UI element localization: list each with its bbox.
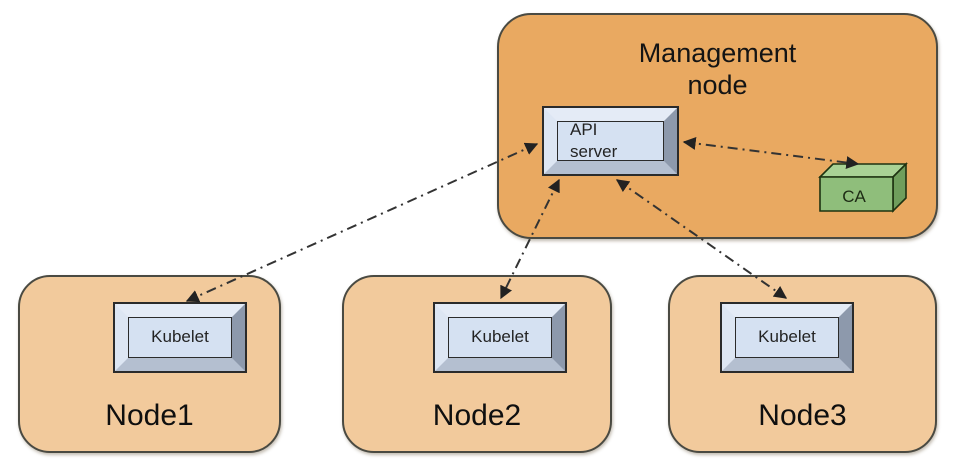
node1-label: Node1: [105, 399, 194, 432]
kubelet-bevel: [115, 304, 245, 371]
kubelet-box-node3: Kubelet: [720, 302, 854, 373]
kubelet-box-node2: Kubelet: [433, 302, 567, 373]
api-server-label: API server: [570, 119, 618, 161]
management-node-label: Management node: [638, 38, 797, 101]
api-server-face: API server: [557, 119, 664, 161]
node2-label: Node2: [432, 399, 522, 432]
kubelet-label-node2: Kubelet: [471, 327, 529, 347]
kubelet-face: Kubelet: [128, 317, 232, 358]
node3-label: Node3: [758, 399, 847, 432]
kubelet-label-node1: Kubelet: [151, 327, 209, 347]
kubelet-bevel: [722, 304, 852, 371]
kubelet-face: Kubelet: [448, 317, 552, 358]
kubelet-box-node1: Kubelet: [113, 302, 247, 373]
api-server-box: API server: [542, 106, 679, 176]
kubelet-face: Kubelet: [735, 317, 839, 358]
kubelet-bevel: [435, 304, 565, 371]
api-server-bevel: [544, 108, 677, 174]
kubelet-label-node3: Kubelet: [758, 327, 816, 347]
